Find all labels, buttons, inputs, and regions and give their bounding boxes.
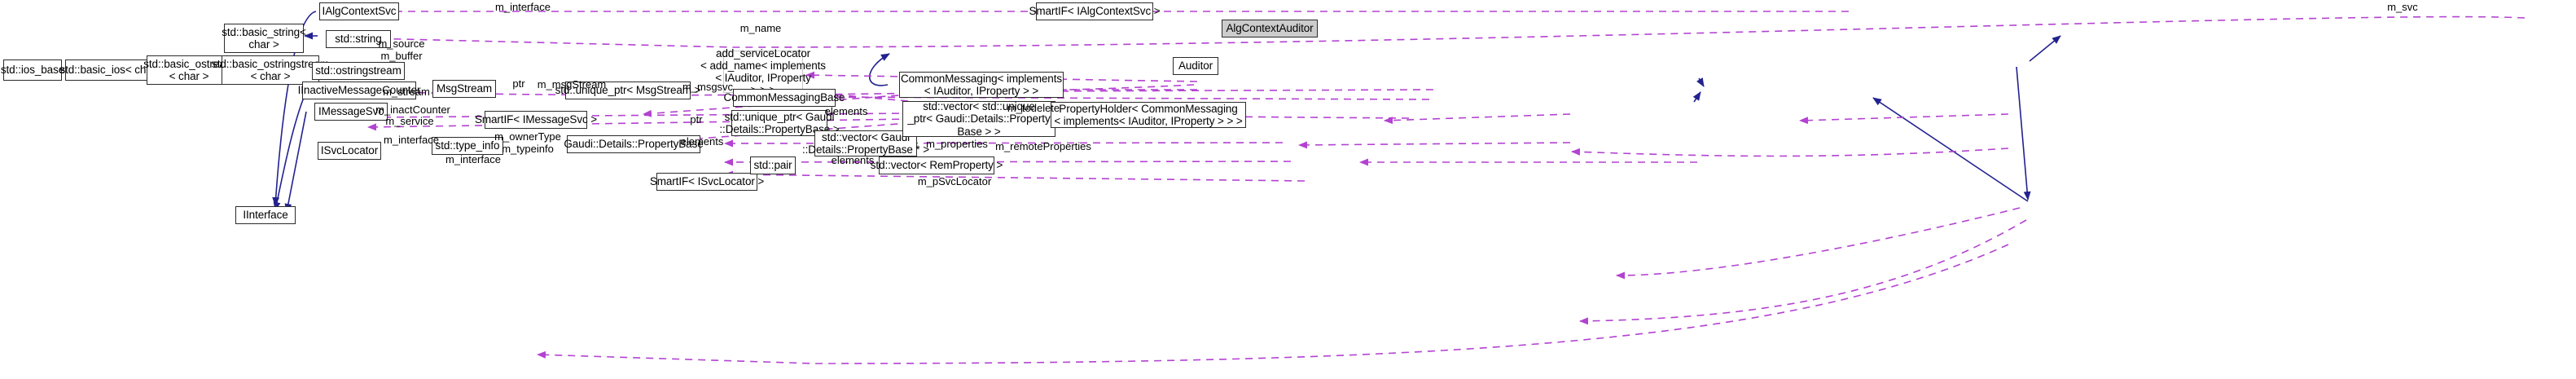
node-smartif-imessagesvc[interactable]: SmartIF< IMessageSvc >	[475, 111, 597, 129]
node-commonmessaging[interactable]: CommonMessaging< implements < IAuditor, …	[899, 72, 1064, 98]
node-algcontextauditor[interactable]: AlgContextAuditor	[1222, 20, 1318, 37]
edge-label-m-inactcounter: m_inactCounter	[375, 104, 450, 116]
edge-label-m-interface-bot: m_interface	[445, 153, 501, 165]
edge-label-m-remoteproperties: m_remoteProperties	[995, 140, 1091, 152]
node-std-basic-ostringstream[interactable]: std::basic_ostringstream < char >	[212, 55, 329, 85]
node-smartif-isvclocator[interactable]: SmartIF< ISvcLocator >	[650, 173, 764, 191]
edge-label-m-source-m-buffer: m_source m_buffer	[378, 37, 425, 62]
edge-label-ptr-msgstream: ptr	[512, 77, 525, 90]
node-std-ostringstream[interactable]: std::ostringstream	[312, 62, 405, 80]
edge-label-m-svc: m_svc	[2387, 1, 2418, 13]
node-auditor[interactable]: Auditor	[1173, 57, 1218, 75]
node-propertyholder[interactable]: PropertyHolder< CommonMessaging < implem…	[1051, 102, 1246, 128]
node-std-basic-string[interactable]: std::basic_string< char >	[222, 24, 306, 53]
edge-label-m-psvclocator: m_pSvcLocator	[917, 175, 992, 187]
edge-label-elements-1: elements	[824, 105, 868, 117]
edge-label-m-msgsvc: m_msgsvc	[682, 81, 734, 93]
edge-label-elements-3: elements	[831, 154, 875, 166]
node-isvclocator[interactable]: ISvcLocator	[318, 142, 381, 160]
edge-label-m-properties: m_properties	[926, 138, 988, 150]
node-std-pair[interactable]: std::pair	[750, 156, 796, 174]
edge-label-m-name: m_name	[739, 22, 782, 34]
edge-label-m-msgstream: m_msgStream	[537, 78, 607, 90]
edge-label-m-interface-mid: m_interface	[384, 134, 439, 146]
node-msgstream[interactable]: MsgStream	[432, 80, 496, 98]
edge-label-elements-2: elements	[680, 135, 724, 148]
node-std-ios-base[interactable]: std::ios_base	[1, 59, 64, 81]
edge-label-m-ownertype-m-typeinfo: m_ownerType m_typeinfo	[494, 130, 561, 155]
edge-label-ptr-gaudi: ptr	[690, 113, 703, 126]
edge-label-m-stream: m_stream	[383, 86, 430, 98]
node-vector-remproperty[interactable]: std::vector< RemProperty >	[871, 156, 1003, 174]
edge-label-m-service: m_service	[385, 115, 434, 127]
node-std-type-info[interactable]: std::type_info	[432, 137, 503, 155]
edge-label-m-interface-top: m_interface	[495, 1, 551, 13]
node-smartif-ialgcontextsvc[interactable]: SmartIF< IAlgContextSvc >	[1029, 2, 1161, 20]
node-commonmessagingbase[interactable]: CommonMessagingBase	[724, 89, 845, 107]
node-ialgcontextsvc[interactable]: IAlgContextSvc	[319, 2, 399, 20]
edge-label-m-todelete: m_todelete	[1007, 102, 1060, 114]
node-iinterface[interactable]: IInterface	[235, 206, 296, 224]
